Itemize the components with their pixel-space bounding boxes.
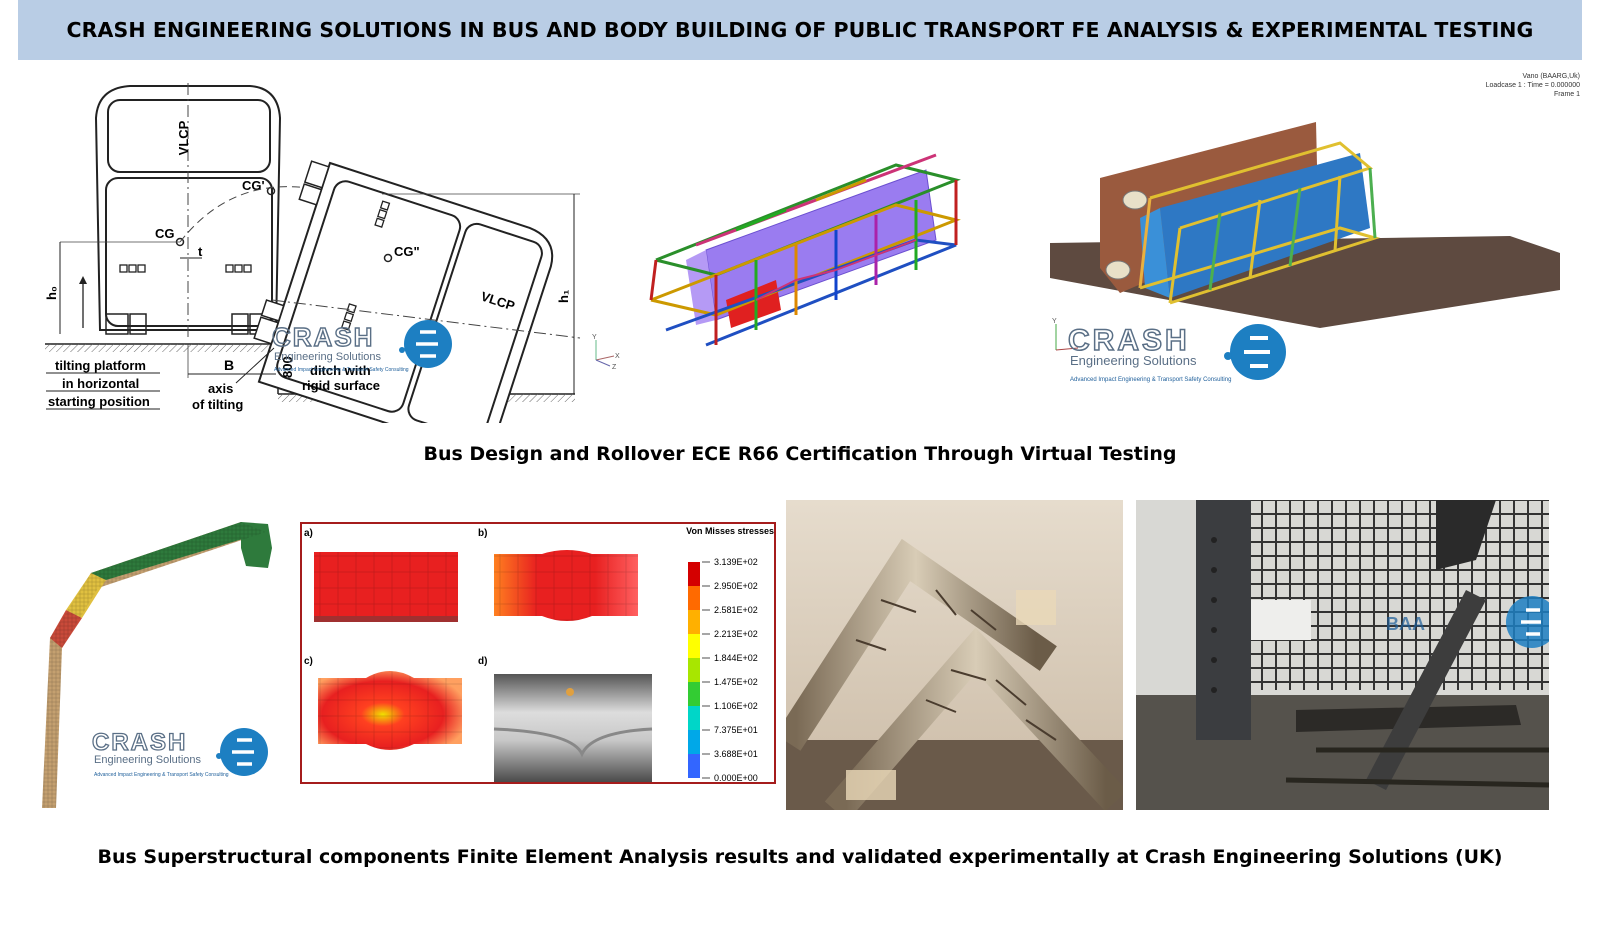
legend-swatch [688,730,700,754]
viewer-info: Vano (BAARG,Uk) Loadcase 1 : Time = 0.00… [1485,73,1580,98]
stress-legend: 3.139E+02 2.950E+02 2.581E+02 2.213E+02 1.84… [688,557,758,783]
header-banner: CRASH ENGINEERING SOLUTIONS IN BUS AND B… [18,0,1582,60]
legend-swatch [688,610,700,634]
crash-logo-diagram: CRASH Engineering Solutions Advanced Imp… [271,320,452,373]
legend-label: 2.581E+02 [714,605,758,615]
svg-text:c): c) [304,656,313,667]
tilt-label-1: tilting platform [55,358,146,373]
ditch-label-2: rigid surface [302,378,380,393]
h1-label: h₁ [556,290,571,303]
caption-virtual-testing: Bus Design and Rollover ECE R66 Certific… [423,443,1177,465]
legend-swatch [688,634,700,658]
pillar-mesh-model [42,522,272,808]
legend-label: 2.950E+02 [714,581,758,591]
svg-text:d): d) [478,656,487,667]
legend-label: 3.688E+01 [714,749,758,759]
svg-text:Engineering Solutions: Engineering Solutions [1070,353,1197,368]
legend-label: 0.000E+00 [714,773,758,782]
svg-text:Advanced Impact Engineering &: Advanced Impact Engineering & Transport … [1070,377,1231,383]
legend-label: 3.139E+02 [714,557,758,567]
svg-text:CRASH: CRASH [1068,324,1190,357]
stress-contour-panel: a) b) c) d) Von Misses stresses 3.139E+0… [300,522,776,784]
tilt-label-2: in horizontal [62,376,139,391]
svg-text:Advanced Impact Engineering &: Advanced Impact Engineering & Transport … [274,367,409,373]
vlcp-label: VLCP [176,120,191,155]
ditch-label-1: ditch with [310,363,371,378]
bus-frame-model [649,153,961,347]
legend-swatch [688,658,700,682]
axes-triad-2: Y [1052,318,1079,351]
svg-text:a): a) [304,528,313,539]
cg2-label: CG" [394,244,420,259]
legend-label: 1.844E+02 [714,653,758,663]
tilt-label-3: starting position [48,394,150,409]
axes-triad-1: Y X Z [592,334,620,370]
crash-logo-simulation: CRASH Engineering Solutions Advanced Imp… [1067,323,1286,383]
svg-text:CRASH: CRASH [272,322,374,352]
h0-label: h₀ [44,286,59,300]
axis-label-2: of tilting [192,397,243,412]
crash-logo-pillar: CRASH Engineering Solutions Advanced Imp… [91,728,268,778]
legend-swatch [688,586,700,610]
legend-label: 1.475E+02 [714,677,758,687]
page-title: CRASH ENGINEERING SOLUTIONS IN BUS AND B… [66,18,1534,42]
experimental-photo-frames [786,500,1123,810]
rollover-simulation-model [1050,122,1560,328]
legend-label: 1.106E+02 [714,701,758,711]
svg-text:Y: Y [592,334,597,341]
svg-text:CRASH: CRASH [92,729,187,756]
svg-text:b): b) [478,528,487,539]
axis-label-1: axis [208,381,233,396]
legend-swatch [688,706,700,730]
legend-swatch [688,754,700,778]
svg-text:Z: Z [612,364,617,370]
legend-label: 2.213E+02 [714,629,758,639]
svg-text:Y: Y [1052,318,1057,325]
svg-text:Advanced Impact Engineering &: Advanced Impact Engineering & Transport … [94,772,229,778]
stress-contour-figure: a) b) c) d) Von Misses stresses 3.139E+0… [304,526,774,784]
svg-text:Von Misses stresses: Von Misses stresses [686,526,774,536]
dim-800-label: 800 [280,356,295,378]
t-label: t [198,244,203,259]
caption-fe-analysis: Bus Superstructural components Finite El… [97,846,1503,868]
cg1-label: CG' [242,178,265,193]
rollover-diagram: VLCP CG t CG' h₀ VLCP CG" h₁ B 800 tilti… [44,83,581,423]
experimental-photo-rig: BAA [1136,500,1549,810]
b-label: B [224,357,234,373]
legend-swatch [688,682,700,706]
svg-text:Engineering Solutions: Engineering Solutions [94,754,202,766]
legend-swatch [688,562,700,586]
svg-text:X: X [615,353,620,360]
legend-label: 7.375E+01 [714,725,758,735]
rig-logo-text: BAA [1386,614,1425,634]
cg-label: CG [155,226,175,241]
svg-text:Engineering Solutions: Engineering Solutions [274,351,382,363]
